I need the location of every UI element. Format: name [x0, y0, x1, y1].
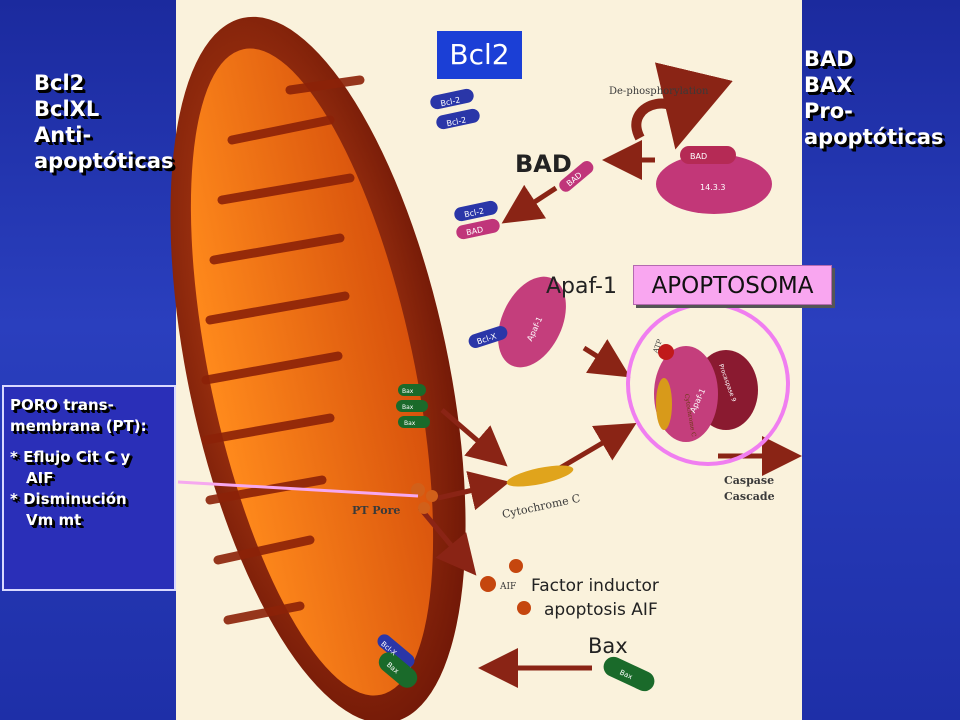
apoptosome: [626, 302, 790, 466]
cytochrome-c-shape: [506, 465, 574, 487]
bax-pills: [396, 384, 430, 428]
poro-bullet: * Eflujo Cit C y: [10, 448, 131, 466]
anti-apoptotic-list: Bcl2 BclXL Anti- apoptóticas: [34, 70, 173, 174]
poro-bullet-cont: Vm mt: [26, 511, 82, 529]
pro-apoptotic-list: BAD BAX Pro- apoptóticas: [804, 46, 943, 150]
left-list-item: BclXL: [34, 97, 100, 121]
left-list-item: Bcl2: [34, 71, 85, 95]
bad-14-3-3-complex: [656, 146, 772, 214]
right-list-item: BAX: [804, 73, 853, 97]
apoptosis-aif-label: apoptosis AIF: [544, 600, 658, 620]
bad-complex-label: BAD: [690, 152, 707, 161]
left-list-item: apoptóticas: [34, 149, 174, 173]
bad-small-pill: [559, 161, 594, 192]
bcl2-pill-label-b: Bcl-2: [446, 115, 468, 128]
dephos-curved-arrow: [631, 62, 733, 150]
right-list-item: BAD: [804, 47, 854, 71]
14-3-3-label: 14.3.3: [700, 183, 725, 192]
poro-transmembrana-box: PORO trans- membrana (PT): * Eflujo Cit …: [2, 385, 176, 591]
cytochrome-c-label: Cytochrome C: [501, 492, 582, 521]
cascade-label: Cascade: [724, 490, 775, 503]
bad-pill-label: BAD: [465, 225, 484, 237]
left-list-item: Anti-: [34, 123, 92, 147]
mitochondrion: [170, 16, 466, 720]
pathway-arrows: [418, 140, 802, 688]
bax-label-c: Bax: [404, 420, 416, 427]
aif-label: AIF: [499, 582, 516, 592]
apoptosoma-box: APOPTOSOMA: [633, 265, 832, 305]
poro-line: membrana (PT):: [10, 417, 147, 435]
right-list-item: Pro-: [804, 99, 853, 123]
bad-label: BAD: [515, 150, 572, 178]
aif-spheres: [480, 559, 531, 615]
caspase-label: Caspase: [724, 474, 774, 487]
poro-line: PORO trans-: [10, 396, 114, 414]
bax-label-a: Bax: [402, 388, 414, 395]
poro-connector-line: [177, 480, 419, 498]
apaf1-bclx: [468, 276, 566, 368]
bcl2-pill-group: [430, 88, 480, 130]
bcl2-pill-label-a: Bcl-2: [440, 95, 462, 108]
bcl2-bad-dimer: [454, 200, 500, 240]
apaf1-label: Apaf-1: [546, 274, 617, 299]
poro-bullet: * Disminución: [10, 490, 127, 508]
pt-pore-label: PT Pore: [352, 504, 400, 517]
bax-label-b: Bax: [402, 404, 414, 411]
factor-inductor-label: Factor inductor: [531, 576, 659, 596]
bax-label: Bax: [588, 634, 628, 658]
pt-pore-spheres: [411, 483, 438, 514]
right-list-item: apoptóticas: [804, 125, 944, 149]
bcl2-pill-label-c: Bcl-2: [463, 206, 485, 219]
dephosphorylation-label: De-phosphorylation: [609, 86, 709, 97]
poro-bullet-cont: AIF: [26, 469, 54, 487]
bclx-bax-dimer: [377, 634, 418, 688]
bcl2-title-box: Bcl2: [437, 31, 522, 79]
bax-bottom: [603, 656, 655, 692]
